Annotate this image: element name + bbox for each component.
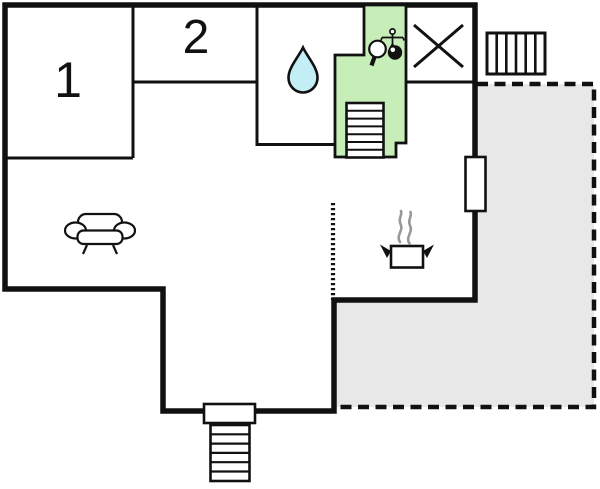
hand-shower-icon	[368, 39, 387, 67]
terrace-fill	[336, 84, 594, 407]
crossed-out-room-x-icon	[413, 23, 464, 69]
ball-icon	[387, 45, 403, 60]
water-drop-icon	[287, 44, 319, 94]
room-2-label: 2	[183, 11, 210, 64]
steam-icon	[397, 209, 413, 245]
exterior-staircase-icon	[209, 423, 251, 483]
room-1-label: 1	[54, 52, 82, 108]
stairwell-area	[333, 3, 408, 159]
terrace-door-icon	[464, 155, 487, 213]
interior-walls	[5, 5, 475, 160]
terrace-dashed-area	[334, 81, 597, 410]
cooking-pot-icon	[380, 244, 434, 269]
interior-staircase-icon	[345, 101, 385, 159]
grill-icon	[485, 31, 547, 76]
entrance-door-icon	[202, 402, 257, 425]
terrace-dashed-border	[334, 81, 597, 410]
sofa-icon	[63, 212, 137, 255]
